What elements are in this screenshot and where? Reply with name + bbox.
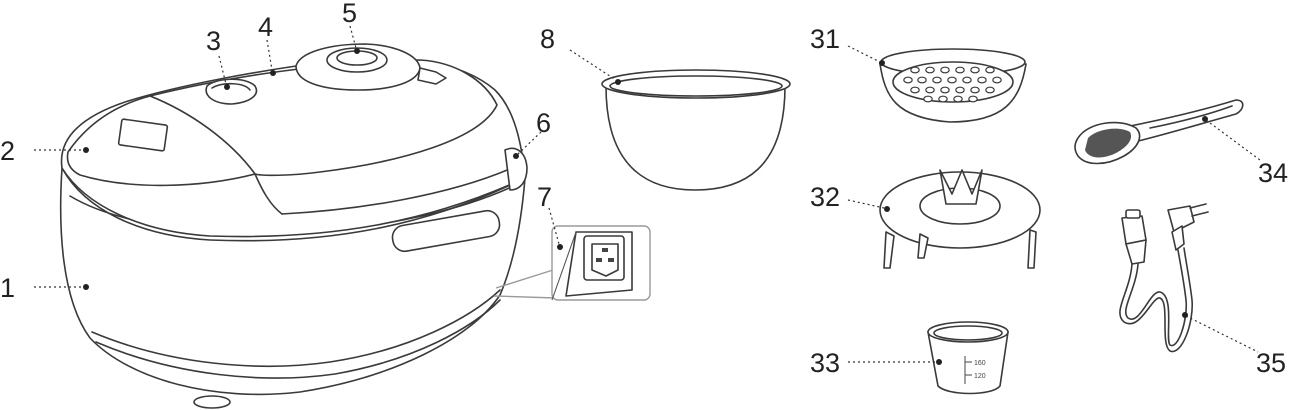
callout-4: 4: [258, 12, 273, 42]
basket-hole: [925, 66, 935, 74]
cup-mark-upper: 160: [974, 360, 986, 367]
basket-hole: [992, 76, 1002, 84]
measuring-cup: 160 120: [927, 321, 1009, 395]
basket-hole: [925, 86, 935, 94]
rack-leg: [1027, 229, 1037, 269]
plug-pin: [1191, 211, 1209, 217]
callout-8: 8: [540, 24, 555, 54]
basket-hole: [932, 76, 942, 84]
rice-cooker: [59, 43, 528, 409]
basket-holes: [903, 66, 1002, 103]
appliance-connector: [1121, 215, 1147, 245]
rack-center-leg: [939, 169, 983, 205]
socket-pin: [596, 258, 602, 262]
cable: [1125, 249, 1188, 347]
callout-5: 5: [342, 0, 357, 28]
basket-hole: [923, 95, 933, 103]
basket-hole: [962, 76, 972, 84]
steam-rack: [879, 169, 1041, 269]
callout-numbers: 1 2 3 4 5 6 7 8 31 32 33 34 35: [0, 0, 1288, 378]
callout-31: 31: [810, 24, 840, 54]
zoom-line: [495, 269, 554, 289]
plug-pin: [1189, 203, 1207, 209]
basket-hole: [970, 86, 980, 94]
valve-tab: [417, 67, 447, 85]
cup-rim-inner: [933, 325, 1003, 341]
callout-35: 35: [1256, 348, 1286, 378]
rack-leg: [917, 233, 929, 259]
power-socket-detail: [493, 225, 651, 301]
pot-bowl: [605, 85, 786, 191]
zoom-line: [493, 295, 557, 299]
basket-hole: [955, 86, 965, 94]
basket-hole: [985, 66, 995, 74]
steamer-basket: [879, 48, 1027, 123]
cable: [1119, 247, 1193, 353]
socket-pin: [602, 248, 608, 252]
display-screen: [117, 118, 169, 152]
callout-3: 3: [206, 26, 221, 56]
basket-hole: [970, 66, 980, 74]
rice-paddle: [1074, 99, 1244, 165]
callout-6: 6: [536, 108, 551, 138]
basket-hole: [903, 76, 913, 84]
pot-rim-inner: [609, 75, 783, 97]
callout-32: 32: [810, 182, 840, 212]
rack-leg: [883, 231, 895, 269]
body-lower-band: [95, 299, 501, 379]
basket-hole: [910, 66, 920, 74]
recess-edge: [551, 231, 577, 301]
cooker-foot: [193, 395, 231, 409]
plug-strain-relief: [1171, 225, 1185, 251]
inner-pot: [601, 69, 791, 191]
basket-hole: [985, 86, 995, 94]
callout-1: 1: [0, 273, 15, 303]
button-highlight: [211, 82, 251, 91]
cup-rim: [927, 321, 1009, 343]
socket-receptacle: [591, 243, 619, 277]
basket-hole: [955, 66, 965, 74]
power-cord: [1119, 203, 1209, 353]
cover-seam: [281, 167, 513, 215]
basket-hole: [947, 76, 957, 84]
basket-hole: [977, 76, 987, 84]
basket-hole: [953, 95, 963, 103]
basket-hole: [938, 95, 948, 103]
paddle-texture: [1085, 128, 1132, 158]
connector-face: [1125, 209, 1141, 219]
wall-plug: [1167, 205, 1195, 233]
basket-hole: [910, 86, 920, 94]
cup-mark-lower: 120: [974, 373, 986, 380]
cover-seam: [254, 173, 283, 215]
body-lower-band: [91, 289, 501, 367]
side-handle: [504, 147, 528, 191]
basket-hole: [917, 76, 927, 84]
callout-33: 33: [810, 348, 840, 378]
basket-hole: [968, 95, 978, 103]
basket-hole: [940, 86, 950, 94]
basket-hole: [940, 66, 950, 74]
side-carry-slot: [391, 209, 501, 253]
callout-2: 2: [0, 136, 15, 166]
callout-7: 7: [537, 182, 552, 212]
cup-body: [927, 331, 1009, 395]
connector-grip: [1125, 239, 1147, 265]
paddle-handle: [1129, 99, 1244, 143]
pot-rim: [601, 69, 791, 99]
paddle-handle-groove: [1149, 105, 1233, 129]
callout-34: 34: [1258, 158, 1288, 188]
leader-lines: [34, 25, 1261, 365]
socket-pin: [608, 258, 614, 262]
